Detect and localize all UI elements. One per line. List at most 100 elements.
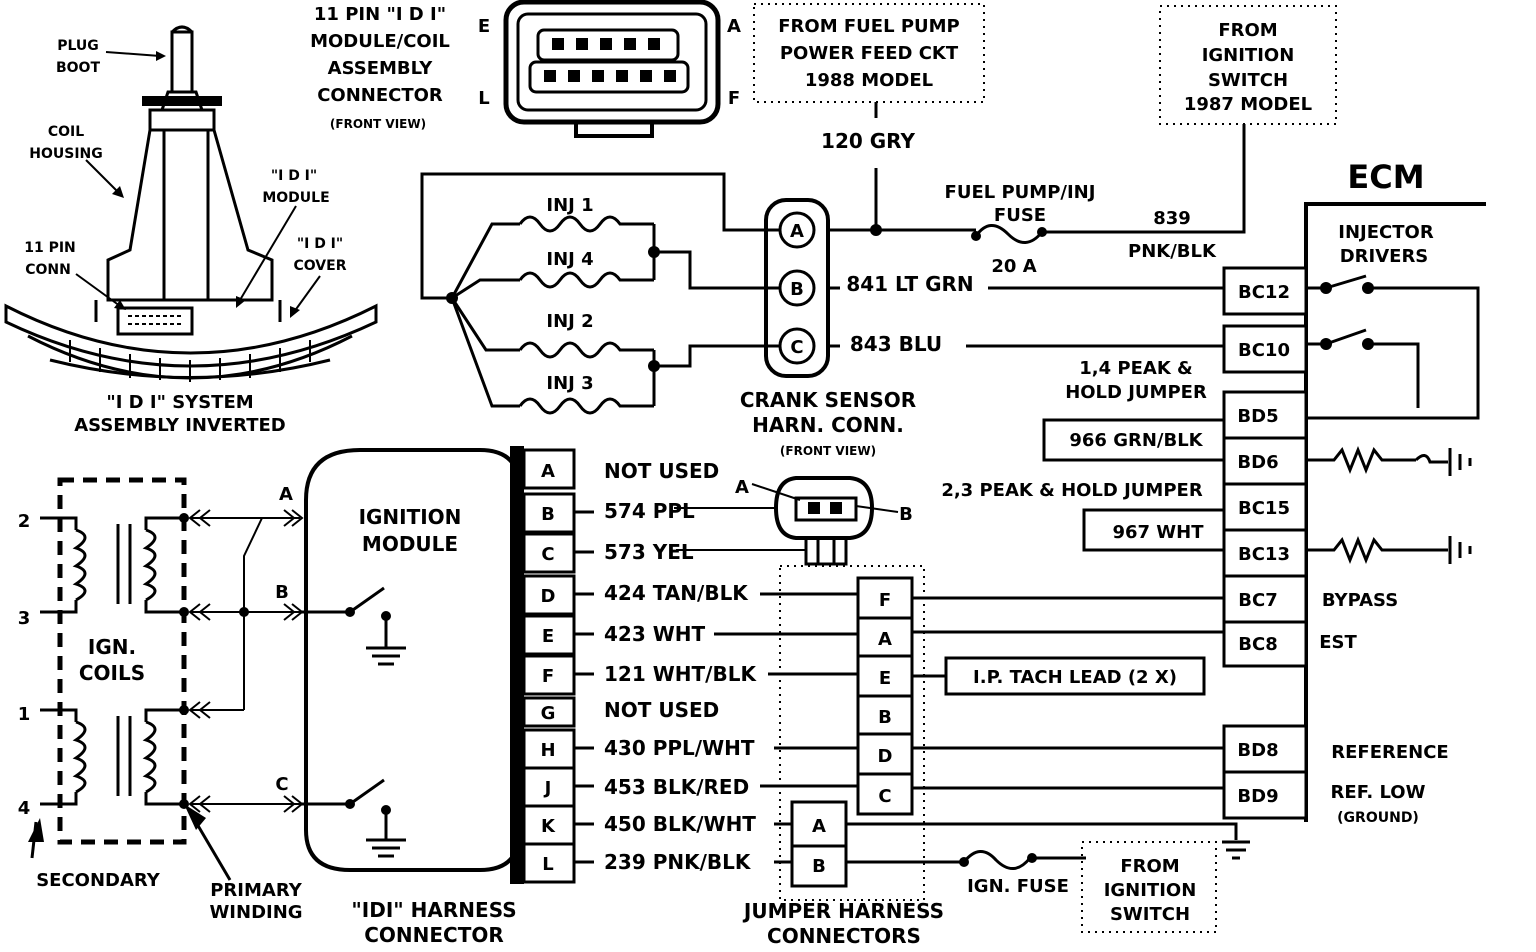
ignition-switch-bottom-2: IGNITION <box>1104 880 1197 901</box>
connector-corner-f: F <box>728 88 740 109</box>
plug-boot-label-2: BOOT <box>56 60 100 76</box>
ecm-pin-bc12: BC12 <box>1238 282 1290 303</box>
ecm-pin-boxes <box>1222 266 1308 820</box>
connector-title-1: 11 PIN "I D I" <box>314 4 446 25</box>
idi-harness-caption-2: CONNECTOR <box>364 923 504 947</box>
ignition-switch-bottom-1: FROM <box>1120 856 1179 877</box>
fuel-pump-feed-1: FROM FUEL PUMP <box>778 16 960 37</box>
ecm-pin-bd5: BD5 <box>1237 406 1278 427</box>
idi-module-label-2: MODULE <box>262 190 329 206</box>
jumper-pin-a: A <box>878 629 892 650</box>
ecm-pin-bc10: BC10 <box>1238 340 1290 361</box>
assembly-caption-2: ASSEMBLY INVERTED <box>74 415 286 436</box>
connector-corner-e: E <box>478 16 490 37</box>
crank-sensor-caption-1: CRANK SENSOR <box>740 388 916 412</box>
coil-terminal-4: 4 <box>18 798 31 819</box>
fuse-amps: 20 A <box>991 256 1036 277</box>
ignition-switch-1987-2: IGNITION <box>1202 45 1295 66</box>
assembly-caption-1: "I D I" SYSTEM <box>106 392 253 413</box>
harness-wire-e: 423 WHT <box>604 622 706 646</box>
peak-hold-23-label: 2,3 PEAK & HOLD JUMPER <box>941 480 1203 501</box>
harness-pin-b: B <box>541 504 555 525</box>
idi-assembly-drawing <box>4 25 378 382</box>
coil-tap-c: C <box>275 774 288 795</box>
fuel-pump-fuse-label-1: FUEL PUMP/INJ <box>945 182 1096 203</box>
ecm-title: ECM <box>1347 158 1424 196</box>
coil-terminal-1: 1 <box>18 704 31 725</box>
ignition-switch-1987-1: FROM <box>1218 20 1277 41</box>
ecm-body <box>1304 202 1486 822</box>
harness-pin-j: J <box>543 778 552 799</box>
harness-pin-stubs <box>574 510 594 864</box>
ecm-pin-bd6: BD6 <box>1237 452 1278 473</box>
injector-wiring <box>420 172 780 415</box>
connector-title-2: MODULE/COIL <box>310 31 450 52</box>
ecm-pin-bc7: BC7 <box>1238 590 1277 611</box>
wire-841-lt-grn: 841 LT GRN <box>846 272 973 296</box>
harness-wire-h: 430 PPL/WHT <box>604 736 755 760</box>
ign-coils-label-2: COILS <box>79 661 145 685</box>
connector-corner-a: A <box>727 16 741 37</box>
harness-wire-j: 453 BLK/RED <box>604 775 749 799</box>
harness-pin-d: D <box>541 586 556 607</box>
ecm-pin-bd8: BD8 <box>1237 740 1278 761</box>
ignition-module-label-1: IGNITION <box>359 505 462 529</box>
ign-coils-label-1: IGN. <box>88 635 136 659</box>
jumper-harness-region <box>779 565 925 901</box>
idi-module-label-1: "I D I" <box>271 168 317 184</box>
harness-wire-l: 239 PNK/BLK <box>604 850 752 874</box>
jumper-harness-caption-1: JUMPER HARNESS <box>742 899 944 923</box>
crank-sensor-caption-2: HARN. CONN. <box>752 413 904 437</box>
jumper-small-pin-b: B <box>812 856 826 877</box>
harness-pin-a: A <box>541 461 555 482</box>
injector-4-label: INJ 4 <box>546 249 593 270</box>
grn-blk-jumper <box>1042 418 1224 462</box>
wire-843-blu: 843 BLU <box>850 332 942 356</box>
connector-view-label: (FRONT VIEW) <box>330 117 426 131</box>
harness-to-ecm-wiring <box>714 592 1250 864</box>
ignition-coils-drawing <box>28 477 304 881</box>
pin-conn-label-2: CONN <box>25 262 71 278</box>
crank-sensor-view: (FRONT VIEW) <box>780 444 876 458</box>
harness-wire-f: 121 WHT/BLK <box>604 662 757 686</box>
injector-1-label: INJ 1 <box>546 195 593 216</box>
fuel-pump-feed-3: 1988 MODEL <box>805 70 933 91</box>
fuel-pump-feed-2: POWER FEED CKT <box>780 43 959 64</box>
ecm-pin-bc15: BC15 <box>1238 498 1290 519</box>
harness-wire-k: 450 BLK/WHT <box>604 812 756 836</box>
ign-fuse-symbol <box>959 850 1037 870</box>
harness-wire-g: NOT USED <box>604 698 719 722</box>
ecm-pin-bd9: BD9 <box>1237 786 1278 807</box>
jumper-pin-d: D <box>878 746 893 767</box>
ecm-bypass-label: BYPASS <box>1322 590 1398 611</box>
plug-label-b: B <box>899 504 913 525</box>
ecm-pin-bc13: BC13 <box>1238 544 1290 565</box>
harness-wire-b: 574 PPL <box>604 499 695 523</box>
pin-conn-label-1: 11 PIN <box>24 240 76 256</box>
jumper-pin-f: F <box>879 590 891 611</box>
idi-cover-label-1: "I D I" <box>297 236 343 252</box>
connector-title-4: CONNECTOR <box>317 85 443 106</box>
injector-drivers-2: DRIVERS <box>1340 246 1429 267</box>
primary-winding-label-1: PRIMARY <box>210 880 302 901</box>
injector-3-label: INJ 3 <box>546 373 593 394</box>
harness-pin-c: C <box>541 544 554 565</box>
harness-pin-e: E <box>542 626 554 647</box>
harness-pin-g: G <box>541 703 556 724</box>
crank-sensor-plug <box>674 476 899 566</box>
harness-pin-l: L <box>542 854 553 875</box>
ecm-ref-low-label: REF. LOW <box>1331 782 1426 803</box>
wire-120-gry: 120 GRY <box>821 129 915 153</box>
coil-terminal-3: 3 <box>18 608 31 629</box>
wire-967-wht: 967 WHT <box>1112 522 1204 543</box>
coil-tap-a: A <box>279 484 293 505</box>
harness-pin-h: H <box>540 740 555 761</box>
connector-title-3: ASSEMBLY <box>328 58 434 79</box>
jumper-main-connector <box>856 576 914 816</box>
harness-wire-c: 573 YEL <box>604 540 694 564</box>
wire-839-num: 839 <box>1153 208 1191 229</box>
idi-harness-caption-1: "IDI" HARNESS <box>351 898 516 922</box>
ign-fuse-label: IGN. FUSE <box>967 876 1069 897</box>
ignition-switch-1987-4: 1987 MODEL <box>1184 94 1312 115</box>
